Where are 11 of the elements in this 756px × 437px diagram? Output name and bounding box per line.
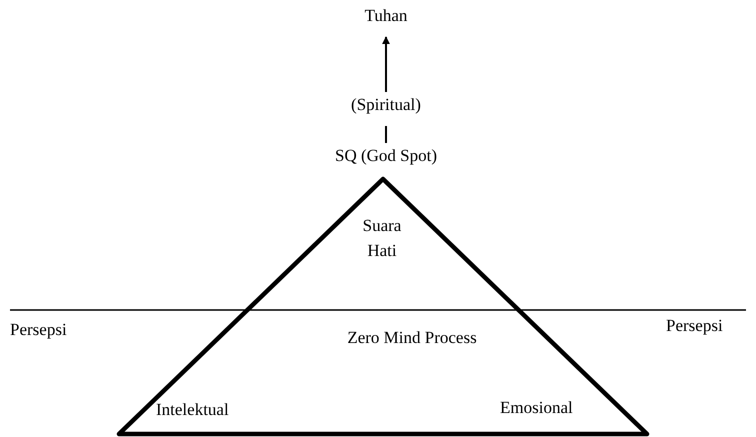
text-label: Persepsi: [10, 320, 67, 340]
text-label: Emosional: [500, 398, 573, 418]
text-label: Intelektual: [156, 400, 229, 420]
text-label: Persepsi: [666, 316, 723, 336]
text-label: (Spiritual): [350, 95, 422, 116]
pyramid-triangle: [116, 176, 650, 437]
text-label: Zero Mind Process: [346, 327, 478, 349]
arrow: [382, 36, 390, 92]
text-label: Suara Hati: [362, 215, 402, 262]
text-label: Tuhan: [364, 6, 408, 26]
text-label: SQ (God Spot): [334, 146, 438, 166]
